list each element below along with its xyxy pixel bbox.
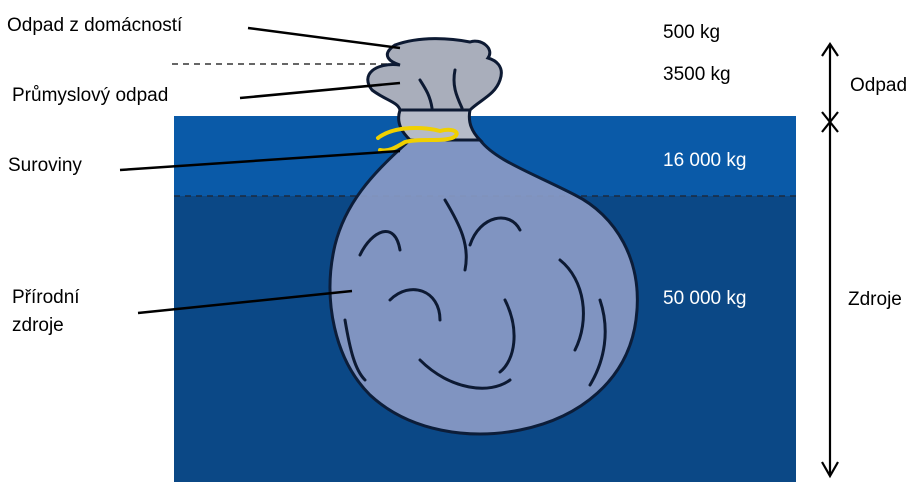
label-raw-materials: Suroviny (8, 154, 82, 178)
label-household-waste: Odpad z domácností (7, 14, 182, 38)
value-household: 500 kg (663, 22, 720, 44)
value-raw-materials: 16 000 kg (663, 150, 746, 172)
value-industrial: 3500 kg (663, 64, 731, 86)
bracket-label-resources: Zdroje (848, 288, 902, 312)
bracket-label-waste: Odpad (850, 74, 907, 98)
label-natural-resources-line1: Přírodní (12, 286, 80, 310)
label-natural-resources-line2: zdroje (12, 314, 64, 338)
pointer-household (248, 28, 400, 48)
bracket-arrows (822, 44, 838, 476)
value-natural-resources: 50 000 kg (663, 288, 746, 310)
bag-icon (330, 39, 637, 434)
label-industrial-waste: Průmyslový odpad (12, 84, 168, 108)
